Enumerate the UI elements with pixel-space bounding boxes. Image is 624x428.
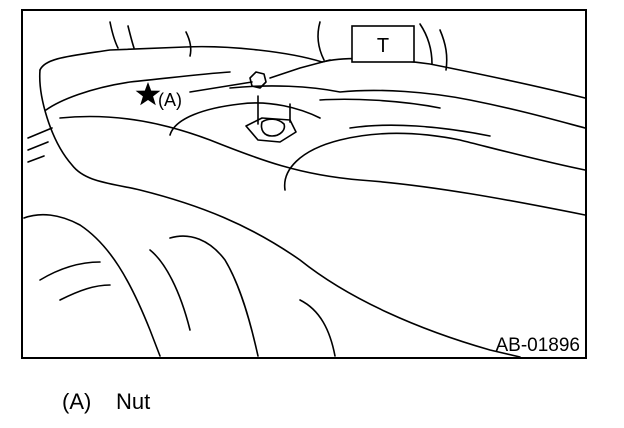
seat-illustration xyxy=(23,21,586,358)
reference-code: AB-01896 xyxy=(495,335,580,356)
figure-legend: (A) Nut xyxy=(62,388,150,416)
callout-label: (A) xyxy=(158,90,182,110)
figure-frame xyxy=(21,9,587,359)
star-icon xyxy=(135,82,161,106)
tag-label: T xyxy=(377,35,389,57)
legend-key: (A) xyxy=(62,389,92,414)
legend-label: Nut xyxy=(116,389,151,414)
tag-box xyxy=(351,25,415,63)
legend-item: (A) Nut xyxy=(62,388,150,416)
